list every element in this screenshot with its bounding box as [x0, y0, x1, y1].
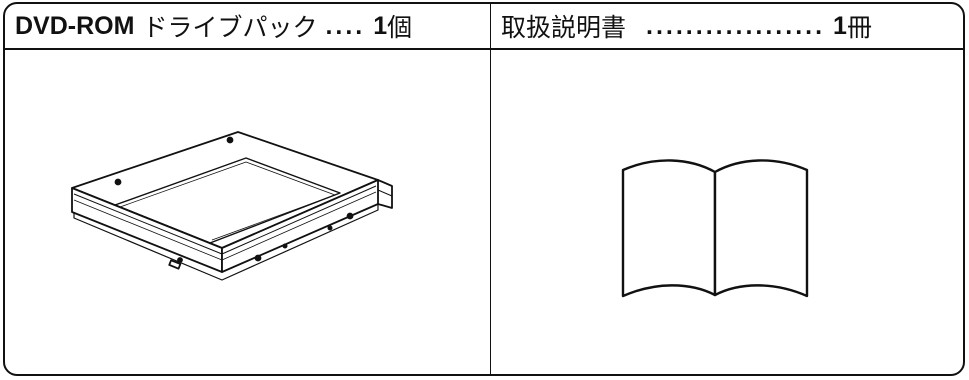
item-name: ドライブパック	[142, 13, 318, 42]
item-header-dvd-drive: DVD-ROM ドライブパック .... 1 個	[15, 4, 483, 48]
item-name: 取扱説明書	[501, 13, 627, 42]
item-quantity: 1	[833, 11, 847, 40]
leader-dots: ..................	[646, 11, 826, 40]
leader-dots: ....	[325, 11, 366, 40]
item-quantity-unit: 冊	[846, 13, 872, 42]
header-divider	[5, 48, 963, 50]
item-quantity: 1	[373, 11, 388, 40]
open-book-illustration	[621, 159, 809, 298]
item-quantity-unit: 個	[387, 13, 413, 42]
item-header-manual: 取扱説明書 .................. 1 冊	[501, 4, 957, 48]
dvd-drive-illustration	[71, 131, 393, 281]
item-name-bold: DVD-ROM	[15, 11, 135, 40]
contents-table: DVD-ROM ドライブパック .... 1 個 取扱説明書 .........…	[3, 2, 965, 376]
column-divider	[490, 4, 491, 374]
